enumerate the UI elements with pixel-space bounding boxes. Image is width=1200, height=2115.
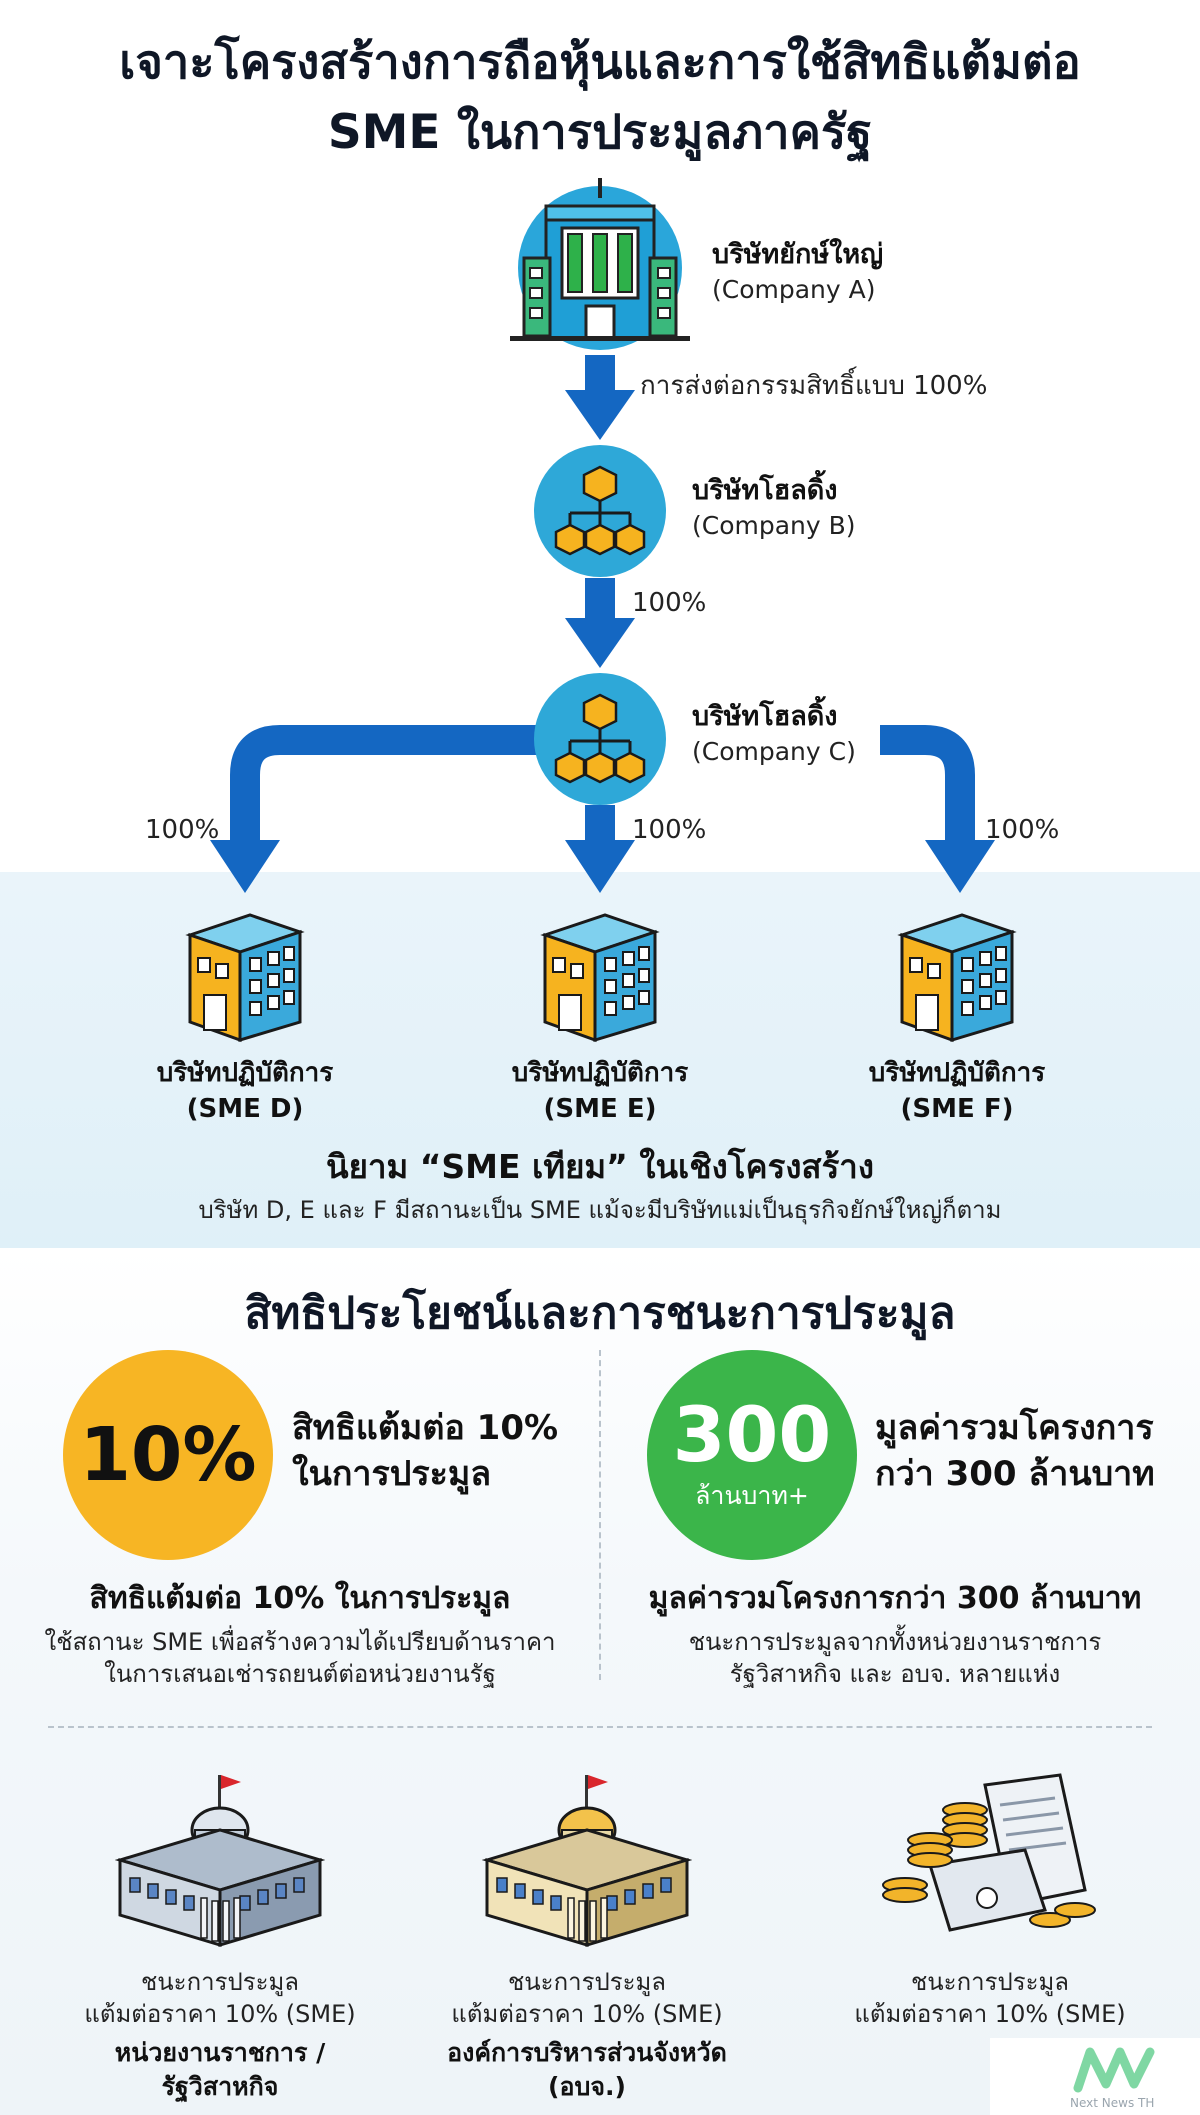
logo-icon [1073,2047,1155,2093]
win-contract-line-1: ชนะการประมูล [910,1968,1070,1996]
office-building-icon-f [892,910,1022,1045]
arrow-a-b-shaft [585,355,615,393]
watermark: Next News TH [990,2038,1200,2115]
benefits-heading: สิทธิประโยชน์และการชนะการประมูล [244,1288,956,1339]
branch-pct-e: 100% [632,815,707,845]
arrow-c-d-head [210,840,280,893]
win-province-line-1: ชนะการประมูล [507,1968,667,1996]
win-gov-text: ชนะการประมูล แต้มต่อราคา 10% (SME) หน่วย… [60,1966,380,2104]
office-building-icon-e [535,910,665,1045]
wins-divider [48,1726,1152,1728]
ten-percent-badge: 10% [63,1350,273,1560]
definition-title: นิยาม “SME เทียม” ในเชิงโครงสร้าง [326,1147,874,1186]
win-province-line-2: แต้มต่อราคา 10% (SME) [451,2000,723,2028]
holding-b-icon [532,443,668,579]
company-b-label: บริษัทโฮลดิ้ง (Company B) [692,468,856,540]
branch-right-line [880,725,975,845]
office-building-icon-d [180,910,310,1045]
company-a-name: บริษัทยักษ์ใหญ่ [712,239,884,270]
project-value-badge: 300 ล้านบาท+ [647,1350,857,1560]
right-benefit-desc-1: ชนะการประมูลจากทั้งหน่วยงานราชการ [688,1628,1102,1656]
win-province-agency-1: องค์การบริหารส่วนจังหวัด [447,2038,727,2067]
arrow-c-f-head [925,840,995,893]
branch-pct-f: 100% [985,815,1060,845]
company-c-name: บริษัทโฮลดิ้ง [692,701,838,732]
arrow-c-e-head [565,840,635,893]
win-gov-agency-2: รัฐวิสาหกิจ [161,2072,279,2101]
skyscraper-icon [510,178,690,358]
arrow-a-b-head [565,390,635,440]
left-headline-2: ในการประมูล [292,1454,492,1494]
sme-d-label: บริษัทปฏิบัติการ (SME D) [95,1055,395,1127]
b-c-pct: 100% [632,588,707,618]
win-province-text: ชนะการประมูล แต้มต่อราคา 10% (SME) องค์ก… [427,1966,747,2104]
company-a-code: (Company A) [712,275,876,304]
sme-e-name: บริษัทปฏิบัติการ [511,1058,689,1088]
win-gov-agency-1: หน่วยงานราชการ / [114,2038,326,2067]
right-headline-1: มูลค่ารวมโครงการ [875,1408,1154,1448]
sme-d-code: (SME D) [186,1094,304,1124]
sme-e-label: บริษัทปฏิบัติการ (SME E) [450,1055,750,1127]
win-gov-line-1: ชนะการประมูล [140,1968,300,1996]
win-gov-line-2: แต้มต่อราคา 10% (SME) [84,2000,356,2028]
transfer-label: การส่งต่อกรรมสิทธิ์แบบ 100% [640,371,988,401]
holding-c-icon [532,671,668,807]
sme-f-name: บริษัทปฏิบัติการ [868,1058,1046,1088]
title-line-1: เจาะโครงสร้างการถือหุ้นและการใช้สิทธิแต้… [119,35,1081,90]
win-province-agency-2: (อบจ.) [548,2072,626,2101]
arrow-c-e-shaft [585,805,615,843]
left-benefit-desc-2: ในการเสนอเช่ารถยนต์ต่อหน่วยงานรัฐ [104,1660,496,1688]
company-b-code: (Company B) [692,511,856,540]
company-b-name: บริษัทโฮลดิ้ง [692,475,838,506]
right-benefit-text: มูลค่ารวมโครงการกว่า 300 ล้านบาท ชนะการป… [610,1575,1180,1690]
arrow-b-c-head [565,618,635,668]
branch-pct-d: 100% [145,815,220,845]
left-benefit-desc-1: ใช้สถานะ SME เพื่อสร้างความได้เปรียบด้าน… [44,1628,556,1656]
left-headline: สิทธิแต้มต่อ 10% ในการประมูล [292,1405,558,1497]
sme-d-name: บริษัทปฏิบัติการ [156,1058,334,1088]
right-benefit-desc-2: รัฐวิสาหกิจ และ อบจ. หลายแห่ง [729,1660,1061,1688]
project-value-number: 300 [672,1390,832,1479]
company-a-label: บริษัทยักษ์ใหญ่ (Company A) [712,232,883,304]
project-value-unit: ล้านบาท+ [695,1481,809,1510]
company-c-code: (Company C) [692,737,856,766]
ownership-arrows [210,355,995,893]
benefits-divider [599,1350,601,1680]
left-headline-1: สิทธิแต้มต่อ 10% [292,1408,559,1448]
left-benefit-title: สิทธิแต้มต่อ 10% ในการประมูล [89,1581,511,1616]
win-contract-text: ชนะการประมูล แต้มต่อราคา 10% (SME) [830,1966,1150,2030]
definition-text: บริษัท D, E และ F มีสถานะเป็น SME แม้จะม… [198,1196,1002,1224]
title-line-2: SME ในการประมูลภาครัฐ [327,105,873,160]
sme-f-code: (SME F) [900,1094,1014,1124]
win-contract-line-2: แต้มต่อราคา 10% (SME) [854,2000,1126,2028]
coins-contract-icon [875,1770,1105,1950]
company-c-label: บริษัทโฮลดิ้ง (Company C) [692,694,856,766]
provincial-building-icon [481,1770,693,1950]
branch-left-line [230,725,540,845]
arrow-b-c-shaft [585,578,615,622]
left-benefit-text: สิทธิแต้มต่อ 10% ในการประมูล ใช้สถานะ SM… [20,1575,580,1690]
right-headline: มูลค่ารวมโครงการ กว่า 300 ล้านบาท [875,1405,1155,1497]
right-benefit-title: มูลค่ารวมโครงการกว่า 300 ล้านบาท [648,1581,1142,1616]
right-headline-2: กว่า 300 ล้านบาท [875,1454,1155,1494]
government-building-icon [114,1770,326,1950]
watermark-text: Next News TH [1070,2096,1155,2110]
sme-e-code: (SME E) [543,1094,657,1124]
sme-f-label: บริษัทปฏิบัติการ (SME F) [807,1055,1107,1127]
page-title: เจาะโครงสร้างการถือหุ้นและการใช้สิทธิแต้… [0,28,1200,168]
ten-percent-value: 10% [79,1412,257,1498]
